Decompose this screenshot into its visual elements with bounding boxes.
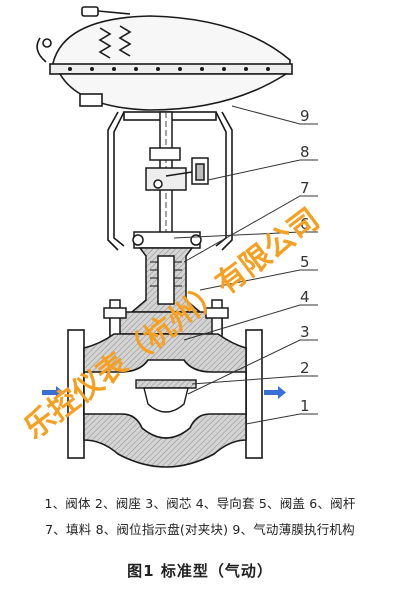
callout-leaders <box>173 105 318 425</box>
valve-seat <box>135 379 197 389</box>
callout-7: 7 <box>300 179 310 197</box>
callout-2: 2 <box>300 359 310 377</box>
callout-6: 6 <box>300 215 310 233</box>
callout-labels: 9 8 7 6 5 4 3 2 1 <box>300 107 310 415</box>
callout-8: 8 <box>300 143 310 161</box>
callout-1: 1 <box>300 397 310 415</box>
callout-4: 4 <box>300 288 310 306</box>
callout-9: 9 <box>300 107 310 125</box>
position-indicator <box>145 147 209 191</box>
callout-5: 5 <box>300 253 310 271</box>
legend-line-2: 7、填料 8、阀位指示盘(对夹块) 9、气动薄膜执行机构 <box>45 522 355 537</box>
legend-line-1: 1、阀体 2、阀座 3、阀芯 4、导向套 5、阀盖 6、阀杆 <box>44 496 356 511</box>
callout-3: 3 <box>300 323 310 341</box>
valve-plug <box>143 387 189 413</box>
packing <box>150 261 182 287</box>
figure-title: 图1 标准型（气动） <box>127 562 273 580</box>
actuator <box>36 6 293 111</box>
flow-arrow-out <box>264 386 286 399</box>
bonnet <box>129 231 203 313</box>
flow-arrow-in <box>42 386 64 399</box>
flange-bolts <box>68 67 270 71</box>
